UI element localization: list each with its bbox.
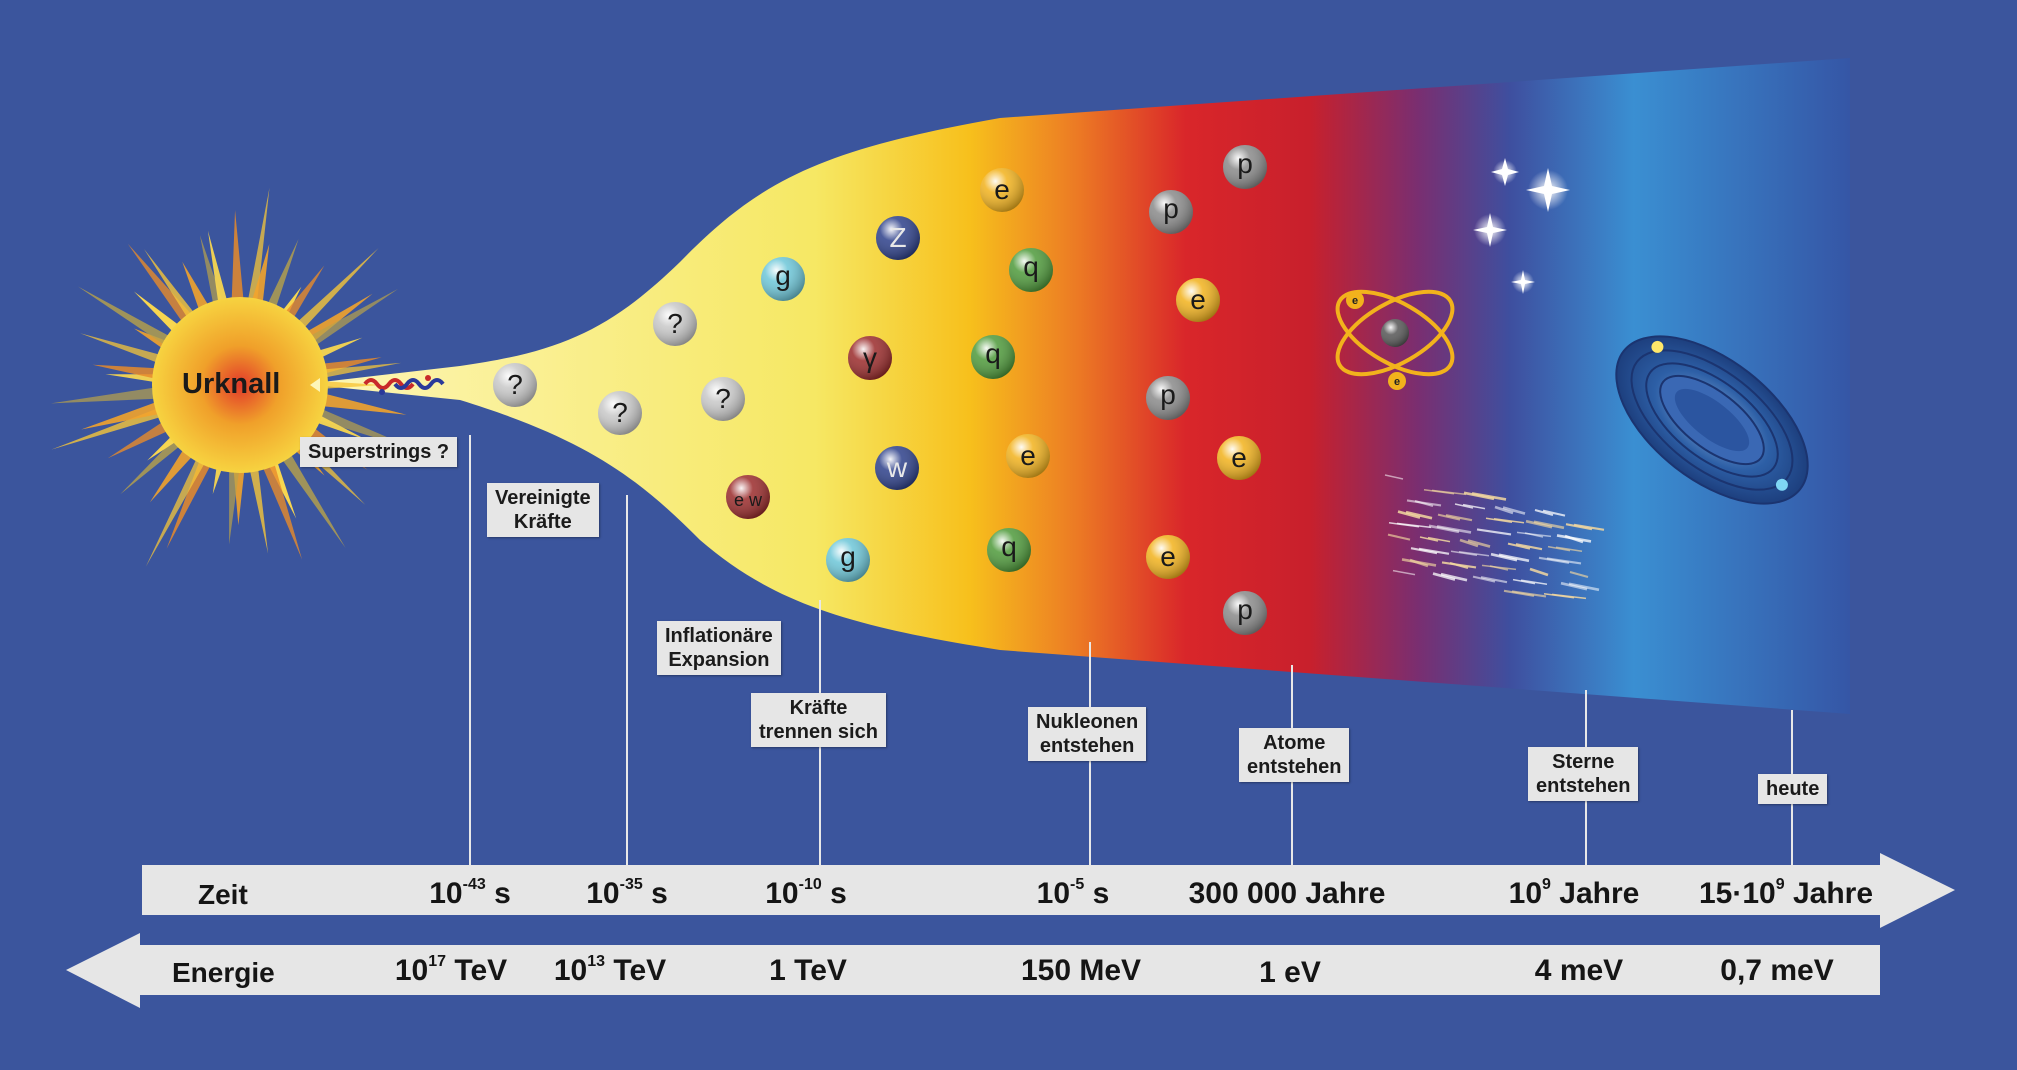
particle-symbol: g: [775, 260, 791, 291]
atom-icon: e e: [1335, 289, 1455, 390]
time-tick: 109 Jahre: [1508, 876, 1640, 911]
energy-tick: 4 meV: [1534, 954, 1624, 987]
big-bang-burst-icon: [50, 187, 423, 567]
particle-symbol: e: [994, 174, 1010, 205]
atom-electron-label: e: [1394, 376, 1400, 388]
particle-p: p: [1223, 591, 1267, 635]
time-tick: 10-5 s: [1036, 876, 1110, 911]
epoch-label-superstrings: Superstrings ?: [300, 437, 458, 467]
particles-layer: ???? g e w g γ Zw e q q e q p p e p e e p: [493, 145, 1267, 635]
energy-tick: 1 TeV: [769, 954, 847, 987]
particle-symbol: q: [985, 338, 1001, 369]
particle-q: q: [1009, 248, 1053, 292]
particle-symbol: q: [1001, 531, 1017, 562]
time-tick: 10-43 s: [429, 876, 511, 911]
stars-icon: [1473, 158, 1570, 294]
particle-Z: Z: [876, 216, 920, 260]
superstrings-icon: [363, 375, 445, 395]
particle-q: q: [987, 528, 1031, 572]
particle-unknown: ?: [493, 363, 537, 407]
particle-symbol: e: [1190, 284, 1206, 315]
particle-g: g: [761, 257, 805, 301]
energy-tick: 150 MeV: [1020, 954, 1142, 987]
epoch-label-inflation: Inflationäre Expansion: [657, 621, 781, 675]
time-tick: 10-10 s: [765, 876, 847, 911]
particle-symbol: g: [840, 541, 856, 572]
energy-tick: 1013 TeV: [553, 953, 667, 988]
nebula-icon: [1384, 474, 1605, 600]
atom-electron-label: e: [1352, 295, 1358, 307]
particle-symbol: w: [886, 452, 908, 483]
particle-p: p: [1223, 145, 1267, 189]
particle-e: e: [1006, 434, 1050, 478]
energy-tick: 0,7 meV: [1720, 954, 1834, 987]
particle-symbol: ?: [667, 308, 683, 339]
particle-e: e: [1176, 278, 1220, 322]
particle-p: p: [1149, 190, 1193, 234]
time-axis-title: Zeit: [198, 879, 248, 910]
particle-p: p: [1146, 376, 1190, 420]
particle-symbol: e: [1160, 541, 1176, 572]
galaxy-icon: [1615, 335, 1809, 505]
particle-symbol: e: [1231, 442, 1247, 473]
particle-γ: γ: [848, 336, 892, 380]
time-arrow: [142, 853, 1955, 928]
particle-unknown: ?: [598, 391, 642, 435]
particle-q: q: [971, 335, 1015, 379]
particle-symbol: e: [1020, 440, 1036, 471]
epoch-label-stars: Sterne entstehen: [1528, 747, 1639, 801]
particle-e: e: [980, 168, 1024, 212]
particle-symbol: Z: [889, 222, 906, 253]
particle-g: g: [826, 538, 870, 582]
particle-symbol: e w: [734, 490, 763, 510]
time-tick: 15·109 Jahre: [1698, 876, 1874, 911]
epoch-label-nucleons: Nukleonen entstehen: [1028, 707, 1147, 761]
particle-e: e: [1146, 535, 1190, 579]
particle-w: w: [875, 446, 919, 490]
particle-symbol: p: [1160, 379, 1176, 410]
particle-symbol: q: [1023, 251, 1039, 282]
time-tick: 10-35 s: [586, 876, 668, 911]
particle-symbol: p: [1237, 148, 1253, 179]
epoch-label-atoms: Atome entstehen: [1239, 728, 1350, 782]
time-tick: 300 000 Jahre: [1188, 877, 1386, 910]
particle-symbol: ?: [507, 369, 523, 400]
particle-ew: e w: [726, 475, 770, 519]
expansion-funnel: [305, 58, 1850, 714]
epoch-label-forces-separate: Kräfte trennen sich: [751, 693, 886, 747]
energy-tick: 1017 TeV: [394, 953, 508, 988]
particle-symbol: γ: [863, 342, 877, 373]
particle-symbol: p: [1237, 594, 1253, 625]
particle-unknown: ?: [653, 302, 697, 346]
particle-symbol: ?: [715, 383, 731, 414]
energy-axis-title: Energie: [172, 957, 275, 988]
particle-symbol: p: [1163, 193, 1179, 224]
particle-e: e: [1217, 436, 1261, 480]
epoch-label-unified-forces: Vereinigte Kräfte: [487, 483, 599, 537]
particle-unknown: ?: [701, 377, 745, 421]
epoch-label-today: heute: [1758, 774, 1828, 804]
energy-arrow: [66, 933, 1880, 1008]
big-bang-label: Urknall: [182, 368, 281, 400]
particle-symbol: ?: [612, 397, 628, 428]
energy-tick: 1 eV: [1259, 956, 1321, 989]
